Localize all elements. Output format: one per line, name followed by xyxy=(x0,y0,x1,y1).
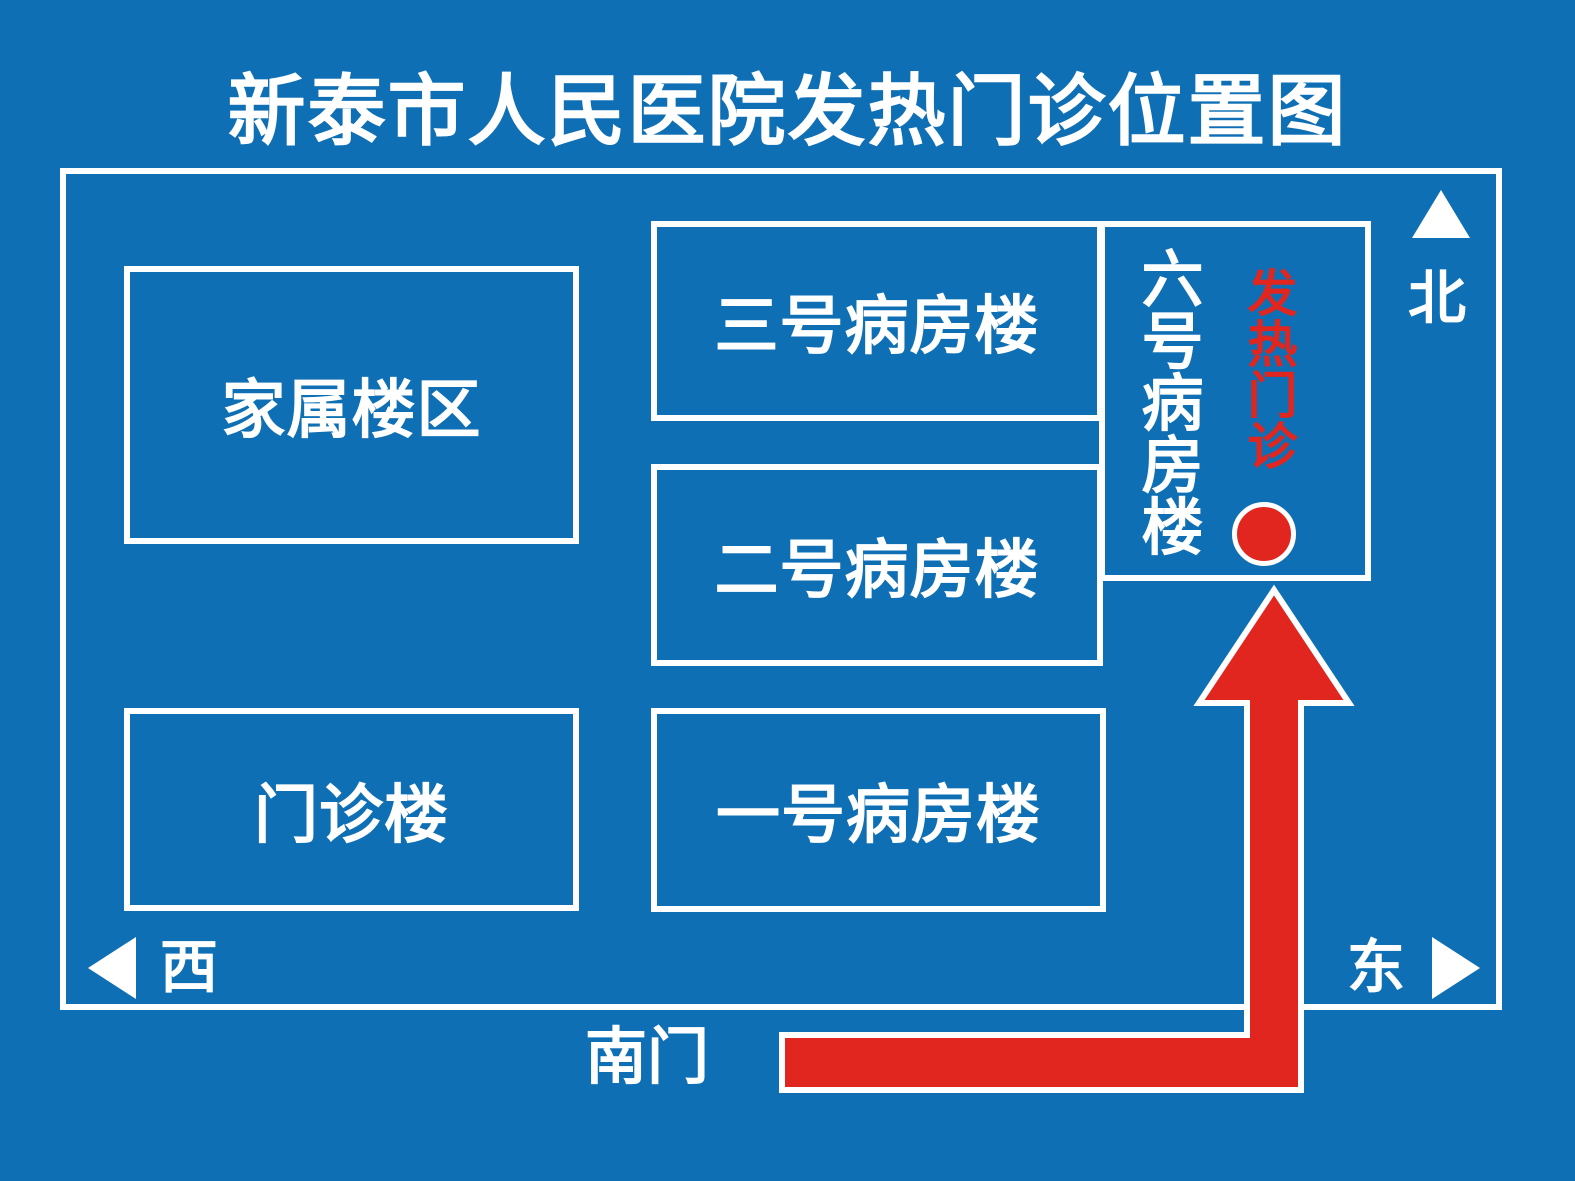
family-housing-label: 家属楼区 xyxy=(221,374,482,448)
family-housing-area: 家属楼区 xyxy=(124,266,579,544)
ward-building-3-label: 三号病房楼 xyxy=(714,290,1040,364)
ward-building-1: 一号病房楼 xyxy=(651,708,1106,912)
north-label: 北 xyxy=(1408,264,1467,332)
east-arrow-icon xyxy=(1432,937,1480,999)
map-title: 新泰市人民医院发热门诊位置图 xyxy=(227,67,1348,157)
west-arrow-icon xyxy=(88,937,136,999)
hospital-boundary xyxy=(60,168,1502,1010)
ward-building-1-label: 一号病房楼 xyxy=(716,779,1041,853)
south-gate-label: 南门 xyxy=(585,1020,710,1093)
west-label: 西 xyxy=(160,933,219,1001)
route-arrow-shape xyxy=(779,584,1355,1093)
outpatient-building: 门诊楼 xyxy=(124,708,579,911)
ward-building-6-label: 六号病房楼 xyxy=(1141,243,1205,564)
outpatient-building-label: 门诊楼 xyxy=(254,778,449,853)
ward-building-6: 六号病房楼 发热门诊 xyxy=(1099,221,1371,581)
fever-clinic-marker-icon xyxy=(1232,502,1296,566)
ward-building-2-label: 二号病房楼 xyxy=(714,534,1040,608)
ward-building-3: 三号病房楼 xyxy=(651,221,1103,421)
east-label: 东 xyxy=(1347,933,1406,1001)
north-arrow-icon xyxy=(1412,190,1470,238)
fever-clinic-label: 发热门诊 xyxy=(1247,265,1299,476)
